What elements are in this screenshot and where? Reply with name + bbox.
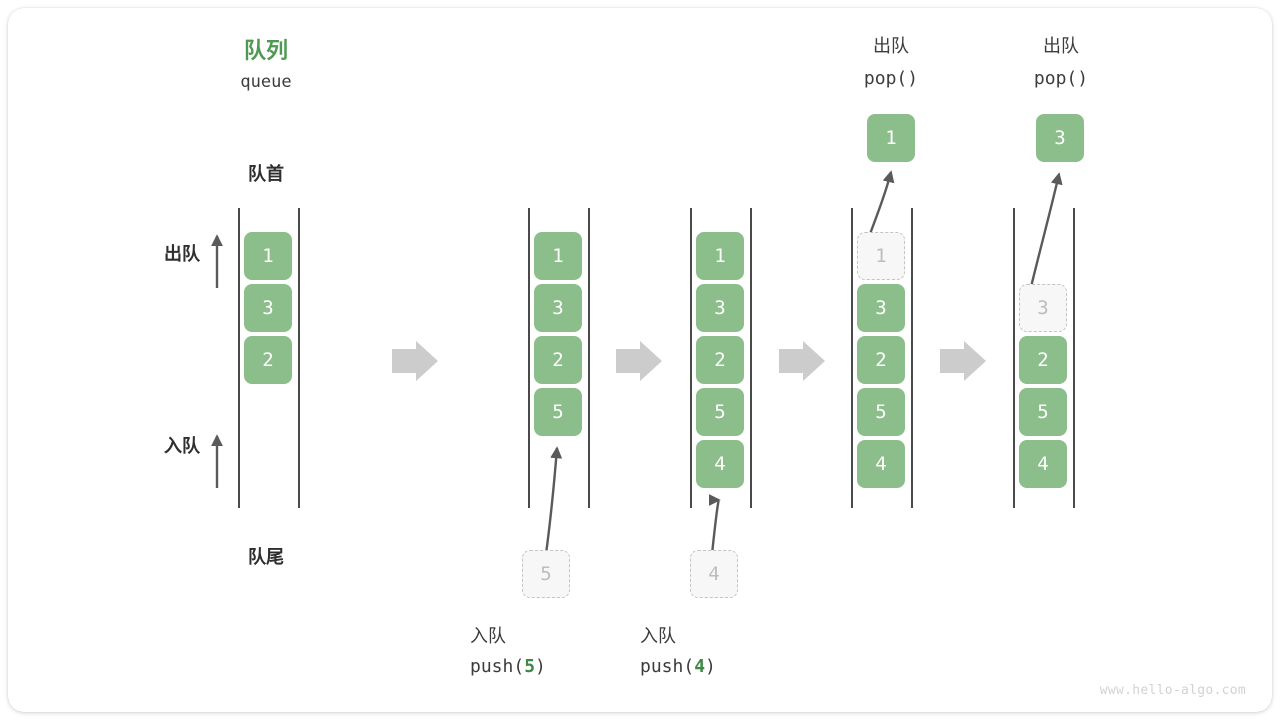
queue-item: 5: [857, 388, 905, 436]
rail-left: [1013, 208, 1015, 508]
step-header-code: pop(): [863, 68, 919, 89]
rail-left: [851, 208, 853, 508]
queue-item: 3: [244, 284, 292, 332]
rail-right: [1073, 208, 1075, 508]
rail-right: [911, 208, 913, 508]
queue-item: 1: [244, 232, 292, 280]
caption-code-post: ): [705, 656, 716, 677]
queue-item: 3: [534, 284, 582, 332]
rail-left: [528, 208, 530, 508]
queue-item: 5: [1019, 388, 1067, 436]
popped-item: 3: [1036, 114, 1084, 162]
caption-code-pre: push(: [470, 656, 525, 677]
step-caption-code: push(5): [470, 656, 650, 677]
queue-item: 1: [857, 232, 905, 280]
queue-item: 3: [857, 284, 905, 332]
caption-code-pre: push(: [640, 656, 695, 677]
incoming-item: 5: [522, 550, 570, 598]
queue-item: 2: [1019, 336, 1067, 384]
rail-left: [690, 208, 692, 508]
rail-right: [750, 208, 752, 508]
diagram-card: [8, 8, 1272, 712]
caption-code-post: ): [535, 656, 546, 677]
rail-right: [298, 208, 300, 508]
front-label: 队首: [248, 164, 284, 185]
queue-item: 3: [1019, 284, 1067, 332]
enqueue-side-label: 入队: [164, 436, 200, 457]
caption-code-num: 4: [694, 656, 706, 677]
page-title: 队列: [243, 39, 288, 64]
incoming-item: 4: [690, 550, 738, 598]
queue-item: 3: [696, 284, 744, 332]
queue-item: 2: [534, 336, 582, 384]
rear-label: 队尾: [248, 547, 284, 568]
step-caption-code: push(4): [640, 656, 820, 677]
watermark: www.hello-algo.com: [1099, 683, 1246, 698]
step-header-code: pop(): [1033, 68, 1089, 89]
step-header-cn: 出队: [1043, 36, 1079, 57]
queue-item: 1: [534, 232, 582, 280]
step-caption-cn: 入队: [470, 626, 506, 647]
queue-item: 5: [696, 388, 744, 436]
popped-item: 1: [867, 114, 915, 162]
rail-right: [588, 208, 590, 508]
step-header-cn: 出队: [873, 36, 909, 57]
queue-item: 2: [244, 336, 292, 384]
queue-item: 2: [857, 336, 905, 384]
queue-item: 2: [696, 336, 744, 384]
step-caption-cn: 入队: [640, 626, 676, 647]
dequeue-side-label: 出队: [164, 244, 200, 265]
caption-code-num: 5: [524, 656, 536, 677]
page-subtitle: queue: [240, 72, 292, 92]
queue-item: 4: [696, 440, 744, 488]
queue-item: 4: [857, 440, 905, 488]
queue-item: 5: [534, 388, 582, 436]
queue-item: 4: [1019, 440, 1067, 488]
rail-left: [238, 208, 240, 508]
queue-item: 1: [696, 232, 744, 280]
